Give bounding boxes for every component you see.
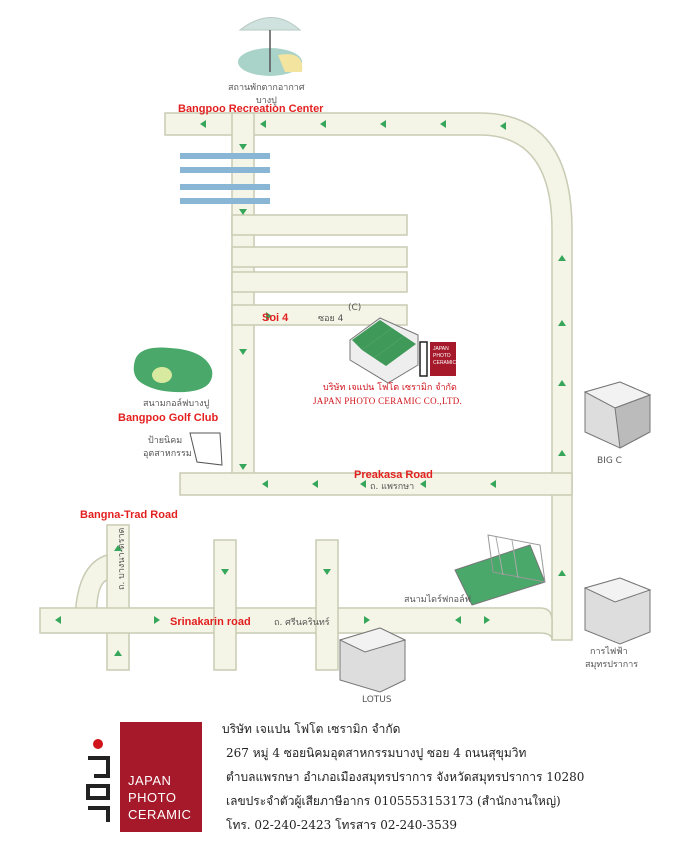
factory-building-icon <box>349 317 419 384</box>
estate-sign-thai-1: ป้ายนิคม <box>148 435 182 446</box>
soi4-thai: ซอย 4 <box>318 314 344 324</box>
estate-sign-icon <box>189 432 223 466</box>
big-c-building-icon <box>583 381 652 449</box>
soi-street-1 <box>231 214 408 236</box>
driving-range-label: สนามไดร์ฟกอล์ฟ <box>404 593 471 605</box>
electricity-label-1: การไฟฟ้า <box>590 646 628 657</box>
company-name-thai: บริษัท เจแปน โฟโต เซรามิก จำกัด <box>323 382 457 393</box>
brand-logo-box <box>120 722 202 832</box>
recreation-center-thai2: บางปู <box>256 96 277 106</box>
company-name-en: JAPAN PHOTO CERAMIC CO.,LTD. <box>313 396 462 406</box>
srinakarin-road-thai: ถ. ศรีนครินทร์ <box>274 616 330 628</box>
direction-arrows <box>55 120 566 656</box>
water-strips <box>180 153 270 204</box>
logo-line-3: CERAMIC <box>128 807 192 822</box>
top-road <box>164 112 573 641</box>
company-mini-logo: JAPAN PHOTO CERAMIC <box>419 341 456 377</box>
electricity-building-icon <box>583 577 652 645</box>
jpc-brand-mark-icon <box>86 739 110 822</box>
road-network <box>39 112 573 671</box>
tax-id-line: เลขประจำตัวผู้เสียภาษีอากร 0105553153173… <box>226 794 561 808</box>
golf-club-label: Bangpoo Golf Club <box>118 412 218 424</box>
lotus-building-icon <box>338 627 407 693</box>
address-line-1: 267 หมู่ 4 ซอยนิคมอุตสาหกรรมบางปู ซอย 4 … <box>226 746 527 760</box>
srinakarin-road-label: Srinakarin road <box>170 616 251 628</box>
lotus-label: LOTUS <box>362 695 392 705</box>
preakasa-road-label: Preakasa Road <box>354 469 433 481</box>
soi-street-3 <box>231 271 408 293</box>
svg-text:PHOTO: PHOTO <box>433 353 451 359</box>
golf-course-icon <box>133 347 213 393</box>
estate-sign-thai-2: อุตสาหกรรม <box>143 449 192 459</box>
big-c-label: BIG C <box>597 456 622 466</box>
address-company-name: บริษัท เจแปน โฟโต เซรามิก จำกัด <box>222 722 401 736</box>
preakasa-road <box>179 472 573 496</box>
bangna-trad-label: Bangna-Trad Road <box>80 509 178 521</box>
logo-line-1: JAPAN <box>128 773 172 788</box>
recreation-center-label: Bangpoo Recreation Center <box>178 103 324 115</box>
srinakarin-road <box>39 607 553 641</box>
svg-text:CERAMIC: CERAMIC <box>433 360 456 366</box>
golf-club-thai: สนามกอล์ฟบางปู <box>143 397 210 409</box>
soi-street-2 <box>231 246 408 268</box>
driving-range-icon <box>454 534 546 606</box>
svg-text:JAPAN: JAPAN <box>433 346 449 352</box>
recreation-center-thai: สถานพักตากอากาศ <box>228 83 305 93</box>
preakasa-road-thai: ถ. แพรกษา <box>370 482 414 492</box>
company-marker: (C) <box>348 303 361 313</box>
location-map: สถานพักตากอากาศ บางปู Bangpoo Recreation… <box>39 17 652 705</box>
side-road-2 <box>315 539 339 671</box>
soi-street-4 <box>231 304 408 326</box>
side-road-1 <box>213 539 237 671</box>
logo-line-2: PHOTO <box>128 790 177 805</box>
soi4-label: Soi 4 <box>262 312 289 324</box>
umbrella-icon <box>238 17 303 76</box>
electricity-label-2: สมุทรปราการ <box>585 660 638 670</box>
phone-line: โทร. 02-240-2423 โทรสาร 02-240-3539 <box>226 818 458 832</box>
bangna-trad-thai: ถ. บางนา-ตราด <box>117 527 127 590</box>
address-line-2: ตำบลแพรกษา อำเภอเมืองสมุทรปราการ จังหวัด… <box>226 770 585 784</box>
